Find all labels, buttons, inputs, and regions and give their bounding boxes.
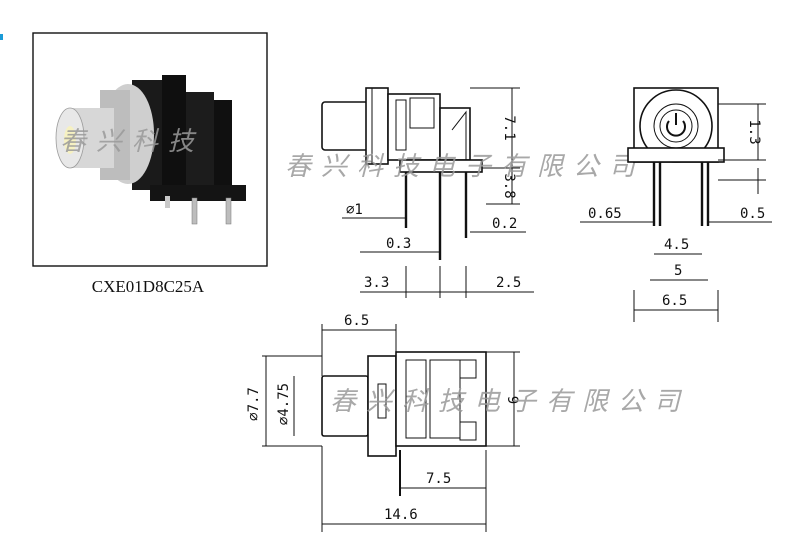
dim-bottom-knob-length: 6.5 [344, 313, 369, 329]
side-watermark: 春兴科技电子有限公司 [285, 152, 645, 182]
dim-front-top-height: 1.3 [746, 119, 762, 144]
dim-front-pin-left: 0.65 [588, 206, 622, 222]
dim-front-pin-right: 0.5 [740, 206, 765, 222]
dim-front-span-mid: 5 [674, 263, 682, 279]
product-model-caption: CXE01D8C25A [92, 277, 205, 296]
dim-bottom-total-length: 14.6 [384, 507, 418, 523]
dim-right-offset: 2.5 [496, 275, 521, 291]
dim-front-width: 6.5 [662, 293, 687, 309]
dim-front-span-inner: 4.5 [664, 237, 689, 253]
dim-bottom-outer-dia: ⌀7.7 [246, 387, 262, 421]
dim-pin-spacing-mid: 0.3 [386, 236, 411, 252]
dim-bottom-body-length: 7.5 [426, 471, 451, 487]
dim-pin-spacing-small: 0.2 [492, 216, 517, 232]
dim-bottom-body-height: 9 [504, 396, 520, 404]
dim-side-height-bottom: 3.8 [501, 173, 517, 198]
dim-pin-diameter: ⌀1 [346, 202, 363, 218]
front-view: 1.3 0.65 0.5 4.5 5 6.5 [580, 87, 772, 322]
dim-bottom-inner-dia: ⌀4.75 [276, 383, 292, 425]
bottom-watermark: 春兴科技电子有限公司 [330, 387, 690, 417]
bottom-view: ⌀7.7 ⌀4.75 6.5 9 7.5 14.6 [246, 313, 520, 532]
dim-side-height-top: 7.1 [501, 115, 517, 140]
product-photo: 春兴科技 [32, 32, 268, 267]
power-icon [666, 120, 686, 137]
dim-left-offset: 3.3 [364, 275, 389, 291]
photo-watermark: 春兴科技 [60, 127, 204, 157]
edge-mark [0, 34, 3, 40]
side-view: 7.1 3.8 ⌀1 0.2 0.3 3.3 2.5 [321, 87, 534, 298]
